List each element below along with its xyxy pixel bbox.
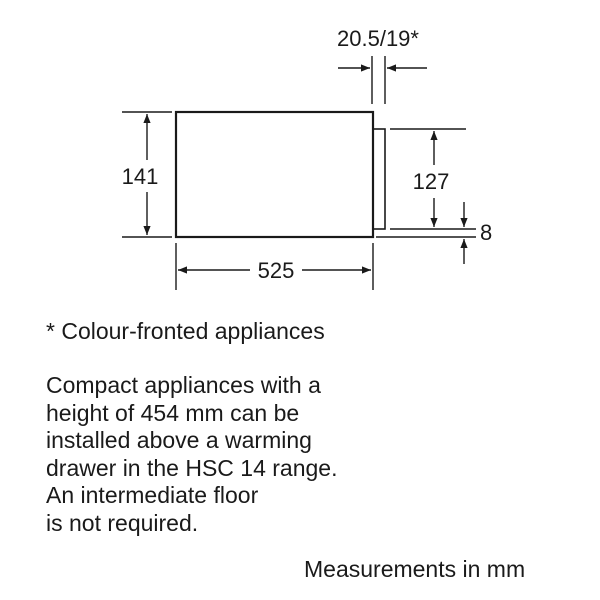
note-line: height of 454 mm can be — [46, 399, 300, 426]
height-label: 141 — [122, 164, 159, 189]
drawer-front — [372, 128, 386, 230]
front-height-label: 127 — [413, 169, 450, 194]
installation-note: Compact appliances with a height of 454 … — [46, 372, 338, 537]
note-line: drawer in the HSC 14 range. — [46, 454, 338, 481]
top-gap-label: 20.5/19* — [337, 26, 419, 51]
note-line: Compact appliances with a — [46, 372, 321, 398]
units-note: Measurements in mm — [304, 556, 526, 582]
drawer-body — [174, 110, 375, 239]
footnote: * Colour-fronted appliances — [46, 318, 325, 344]
note-line: installed above a warming — [46, 427, 312, 453]
note-line: is not required. — [46, 509, 199, 536]
width-label: 525 — [258, 258, 295, 283]
offset-label: 8 — [480, 220, 492, 245]
note-line: An intermediate floor — [46, 482, 259, 508]
